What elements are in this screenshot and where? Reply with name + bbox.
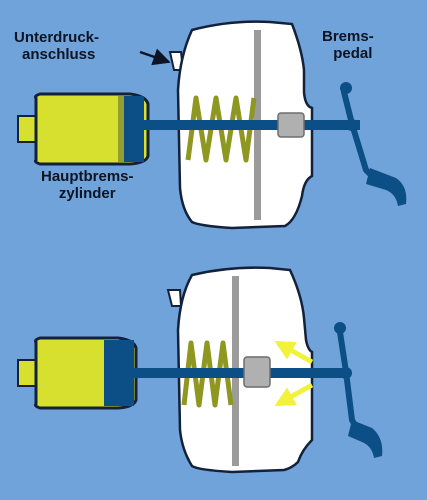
vacuum-port-label-line-2: anschluss xyxy=(22,46,96,63)
bottom-assembly xyxy=(17,266,383,474)
valve-body-bottom xyxy=(243,356,271,388)
master-cylinder-bottom xyxy=(17,336,138,410)
brake-pedal-label: Brems- pedal xyxy=(322,28,374,62)
brake-pedal-top xyxy=(340,82,407,206)
brake-pedal-bottom xyxy=(334,322,383,458)
force-arrow-lower xyxy=(274,382,314,407)
brake-pedal-label-line-1: Brems- xyxy=(322,28,374,45)
push-rod-bottom xyxy=(132,368,348,378)
force-arrow-upper xyxy=(274,340,314,365)
master-cylinder-label-line-1: Hauptbrems- xyxy=(41,168,134,185)
vacuum-port-bottom xyxy=(166,289,183,307)
valve-body-top xyxy=(277,112,305,138)
master-cylinder-label-line-2: zylinder xyxy=(58,185,116,202)
top-assembly xyxy=(17,20,407,230)
vacuum-port-label-line-1: Unterdruck- xyxy=(14,29,100,46)
master-cylinder-top xyxy=(17,92,150,166)
master-cylinder-label: Hauptbrems- zylinder xyxy=(41,168,134,202)
push-rod-top xyxy=(144,120,360,130)
vacuum-port-label: Unterdruck- anschluss xyxy=(14,29,99,63)
vacuum-port-pointer xyxy=(139,48,171,66)
return-spring-bottom xyxy=(181,340,234,408)
brake-pedal-label-line-2: pedal xyxy=(333,45,373,62)
